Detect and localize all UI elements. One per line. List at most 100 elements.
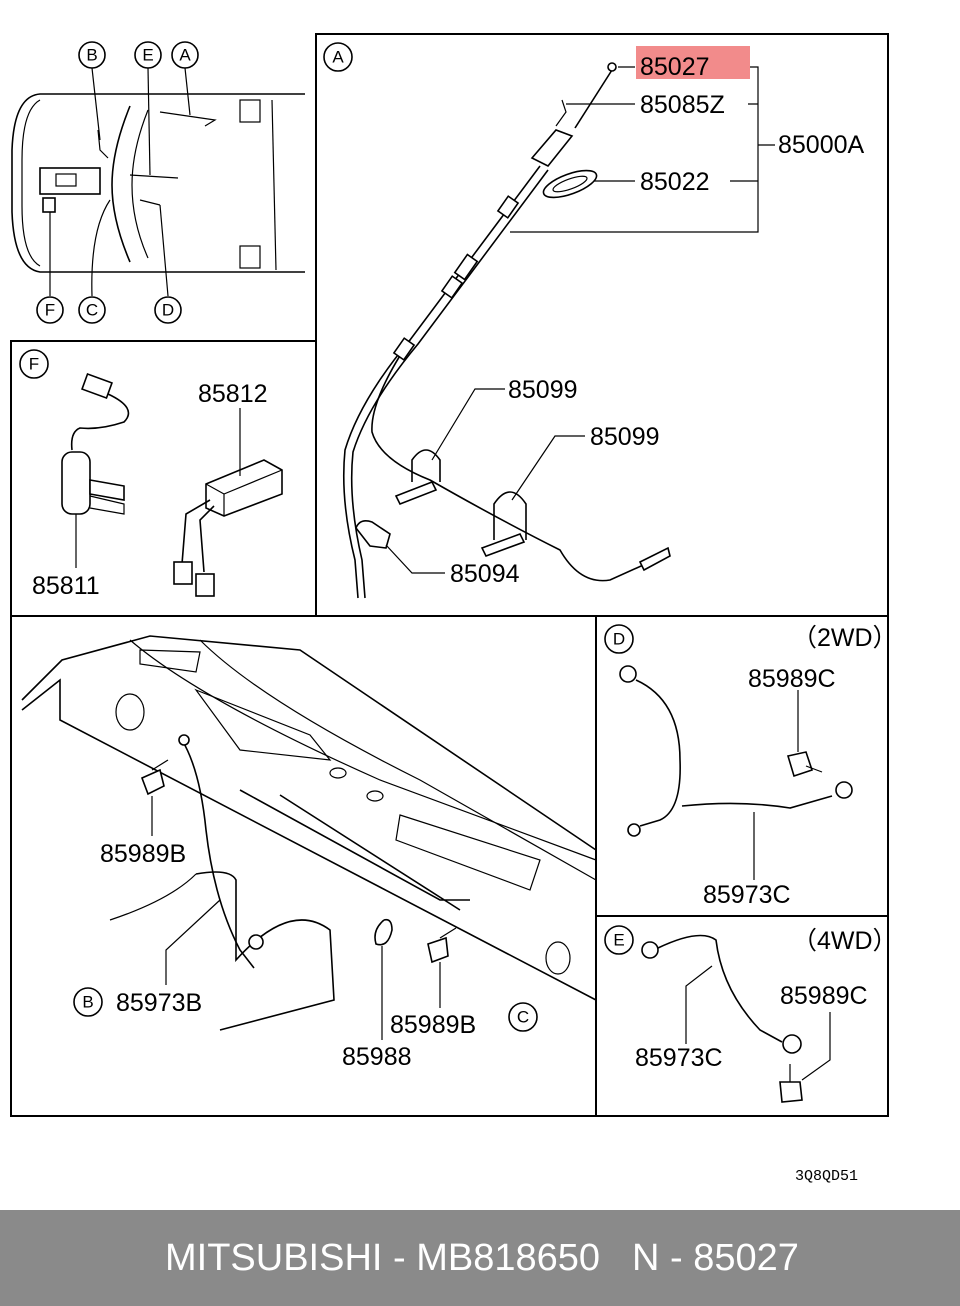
d-bolt-shank [805,765,823,773]
panel-e-marker: E [604,925,634,955]
svg-text:C: C [86,301,98,320]
filter-edges [205,469,283,516]
vehicle-overview [11,67,305,297]
leader-a [184,67,191,116]
label-d-85989c: 85989C [748,665,836,693]
leader-d [159,204,169,297]
marker-f-top: F [36,296,64,324]
condenser-bracket [89,479,125,501]
d-bolt [786,751,814,778]
marker-a-top: A [171,41,199,69]
cable-grommet-3 [440,275,464,299]
dash-crease-2 [199,639,597,881]
panel-d-frame [595,615,889,917]
bracket-edge [109,873,197,921]
leader-b [91,67,101,141]
e-bolt [779,1081,803,1103]
marker-b-top: B [78,41,106,69]
label-85989b-right: 85989B [390,1011,476,1039]
label-85000a: 85000A [778,131,865,159]
clamp-85099-2 [493,491,527,540]
svg-text:A: A [332,48,344,67]
antenna-plug [638,546,671,572]
d-wire-2 [681,795,833,809]
antenna-cable-main [342,165,541,599]
dash-recess-2 [139,649,201,673]
footer-bar: MITSUBISHI - MB818650 N - 85027 [0,1210,960,1306]
label-85099-2: 85099 [590,423,660,451]
highlight-85027 [636,46,750,79]
component-box [39,167,101,195]
antenna-gasket-inner [552,175,588,193]
main-marker-c: C [508,1002,538,1032]
d-terminal-2 [835,781,853,799]
leader-85099-1 [431,388,505,461]
marker-e-top: E [134,41,162,69]
ground-terminal-b2 [248,934,264,950]
door-line [271,99,277,271]
condenser-wire [70,393,130,451]
label-85812: 85812 [198,380,268,408]
svg-text:E: E [613,931,624,950]
cable-grommet-4 [392,337,416,361]
label-85085z: 85085Z [640,91,725,119]
bolt-85989b-left [140,768,165,796]
dash-top-edge [21,635,597,851]
bolt-85989b-right-shank [439,927,457,939]
antenna-cable-main-2 [350,169,549,599]
panel-main: 85989B B 85973B 85988 85989B C [21,635,597,1071]
label-e-85973c: 85973C [635,1044,723,1072]
antenna-cable-branch [371,339,651,582]
label-85811: 85811 [32,572,100,600]
dash-hole-4 [545,941,571,975]
leader-c [91,199,111,297]
ground-routes [97,129,179,206]
ground-strap-b [181,739,255,969]
ground-terminal-b1 [178,734,190,746]
label-2wd: （2WD） [792,624,898,652]
panel-f-marker: F [19,349,49,379]
clip-85988 [374,918,393,946]
filter-wires [181,499,215,573]
svg-text:D: D [613,630,625,649]
windshield-line [111,105,131,263]
clip-85094 [355,520,391,549]
marker-d-top: D [154,296,182,324]
footer-diagram-number: N - 85027 [632,1236,799,1279]
mirror-right [239,245,261,269]
svg-text:D: D [162,301,174,320]
main-marker-b: B [73,987,103,1017]
leader-85094 [385,544,445,574]
dash-recess-3 [395,814,541,891]
dash-hole-1 [115,693,145,731]
vehicle-front-outline [21,99,41,267]
e-terminal-2 [782,1034,802,1054]
wiper-linkage [239,789,470,911]
cable-grommet-2 [453,253,479,281]
dash-hole-2 [329,767,347,779]
clamp-85099-2-base [480,533,526,557]
svg-text:F: F [29,355,39,374]
panel-a-marker: A [323,42,353,72]
label-4wd: （4WD） [792,927,898,955]
dash-lower-edge [21,678,597,1001]
clamp-85099-1 [411,449,441,482]
label-85027: 85027 [640,53,710,81]
leader-e-85973c [685,965,713,1044]
svg-text:E: E [142,46,153,65]
e-terminal-1 [641,941,659,959]
panel-a: A 85027 85085Z [323,42,865,599]
label-85989b-left: 85989B [100,840,186,868]
panel-d-marker: D [604,624,634,654]
dash-hole-3 [366,790,384,802]
d-terminal-1 [619,665,637,683]
svg-text:B: B [82,993,93,1012]
leader-85000a-ticks [730,103,775,182]
cowl-line [131,109,149,259]
d-wire-1 [635,679,681,827]
antenna-rod [574,69,613,129]
label-85094: 85094 [450,560,520,588]
bracket-body [195,871,335,1031]
svg-text:C: C [517,1008,529,1027]
condenser-body [61,451,91,515]
